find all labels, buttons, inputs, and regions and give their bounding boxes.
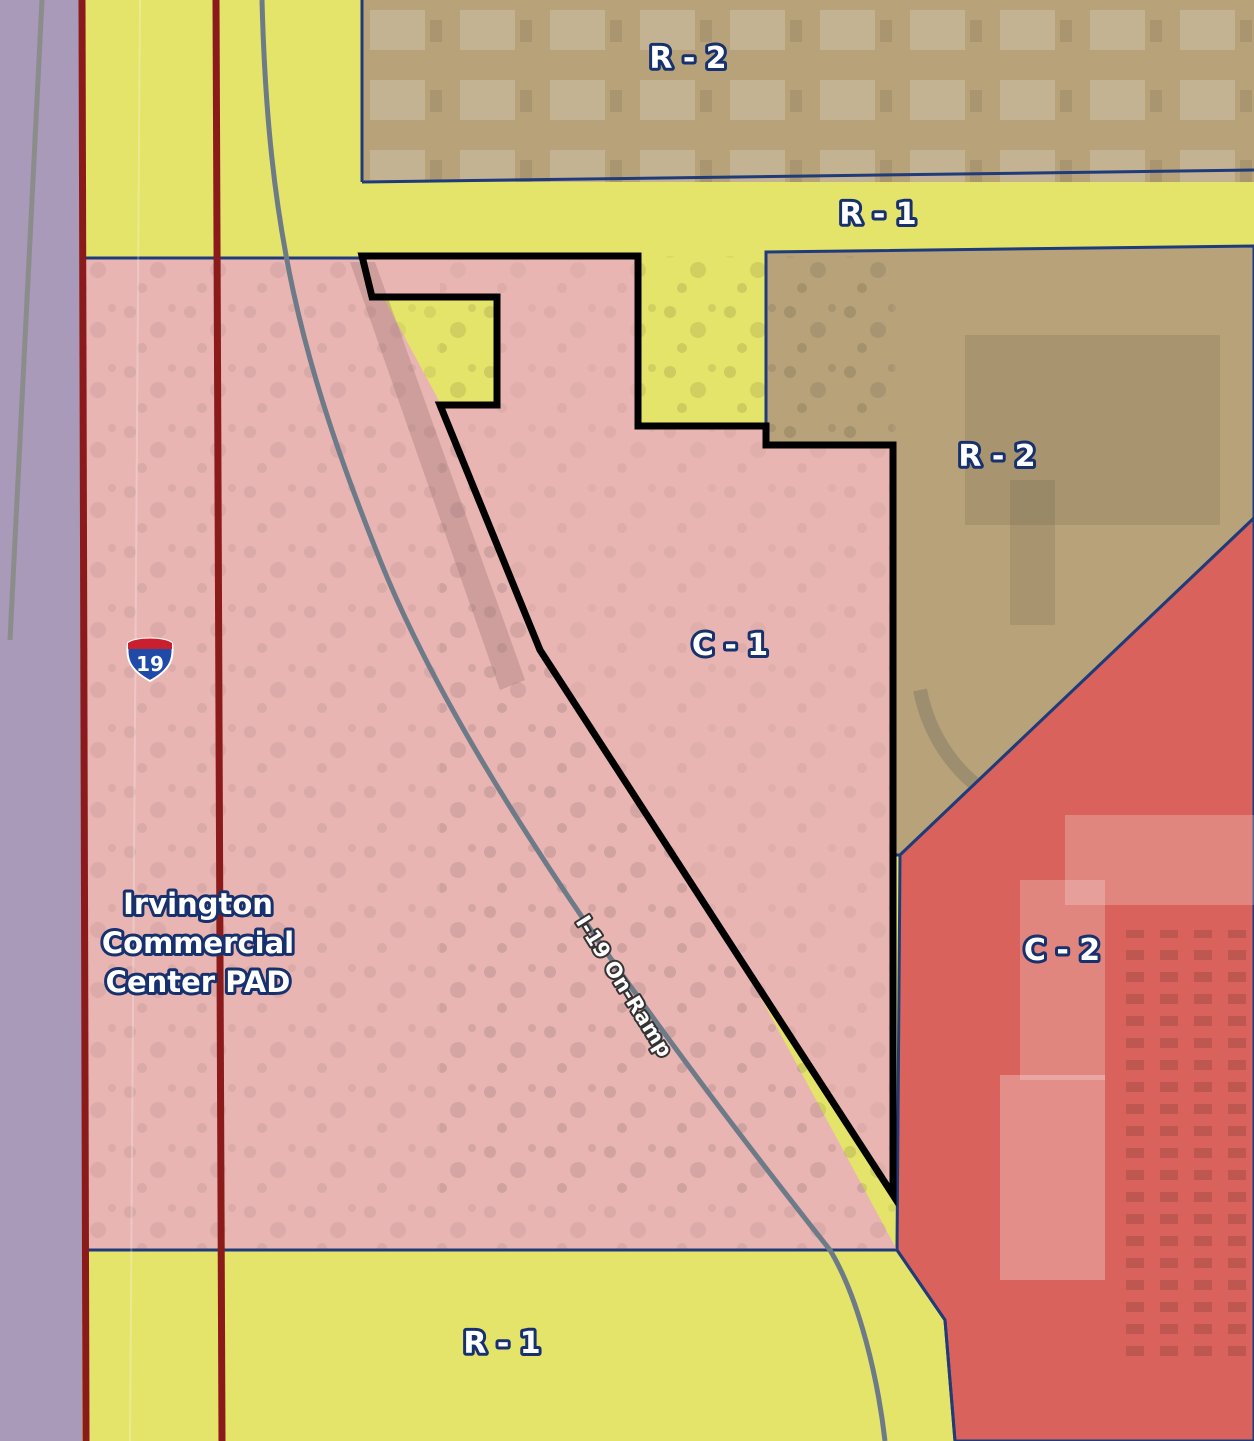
c2-building-north — [1020, 880, 1105, 1080]
zone-label-r1-bottom: R - 1 — [463, 1326, 540, 1361]
r2-top-boundary-bottom — [361, 168, 1254, 184]
zone-label-c2: C - 2 — [1024, 933, 1100, 968]
pad-label-line2: Commercial — [102, 926, 294, 960]
pad-label-line1: Irvington — [123, 887, 273, 921]
zone-label-c1: C - 1 — [692, 628, 768, 663]
r1-bottom-boundary-right-lower — [943, 1319, 957, 1441]
zone-label-r2-top: R - 2 — [649, 41, 726, 76]
ramp-embankment — [350, 262, 525, 690]
pad-label-line3: Center PAD — [106, 965, 291, 999]
highway-east-edge — [212, 0, 226, 1441]
c2-building-main — [1000, 1075, 1105, 1280]
highway-zone — [0, 0, 82, 1441]
r2-apartment-building — [965, 335, 1220, 525]
interstate-shield-icon: 19 — [126, 637, 174, 683]
interstate-shield-number: 19 — [136, 652, 164, 676]
highway-median-line — [129, 0, 141, 1441]
frontage-road-line — [7, 0, 45, 641]
c2-building-top — [1065, 815, 1254, 905]
zone-label-r2-right: R - 2 — [958, 439, 1035, 474]
r1-bottom-boundary-right — [895, 1249, 947, 1321]
c2-parking-texture — [1110, 930, 1254, 1360]
r2-apartment-wing — [1010, 480, 1055, 625]
on-ramp-line — [259, 0, 888, 1441]
c1-site-outline — [357, 252, 897, 1207]
zone-label-r1-top: R - 1 — [839, 197, 916, 232]
highway-west-edge — [78, 0, 90, 1441]
r2-top-lots-texture — [362, 0, 1254, 182]
